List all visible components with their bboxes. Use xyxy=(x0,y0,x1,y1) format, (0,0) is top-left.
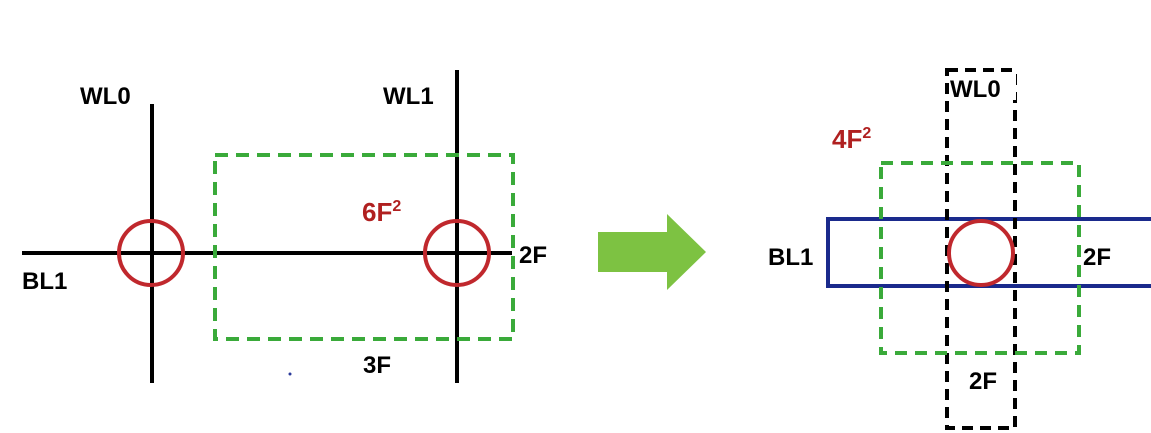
cell-boundary-4f2 xyxy=(879,161,1081,355)
cell-width-label: 3F xyxy=(363,352,391,379)
cell-area-label: 4F2 xyxy=(832,124,871,154)
cell-area-exponent: 2 xyxy=(392,198,401,215)
access-transistor-wl1 xyxy=(423,219,491,287)
bitline-1-label: BL1 xyxy=(22,268,67,295)
cell-area-base: 4F xyxy=(832,124,862,154)
wordline-0-strip xyxy=(945,68,1017,430)
cell-area-base: 6F xyxy=(362,197,392,227)
right-layout: WL0 BL1 4F2 2F 2F xyxy=(768,68,1151,430)
access-transistor-wl0 xyxy=(117,219,185,287)
cell-boundary-6f2 xyxy=(213,153,515,341)
cell-width-label: 2F xyxy=(969,368,997,395)
wordline-1-label: WL1 xyxy=(383,83,434,110)
stray-dot xyxy=(288,372,292,376)
bitline-1-label: BL1 xyxy=(768,244,813,271)
left-layout: WL0 WL1 BL1 6F2 2F 3F xyxy=(22,70,547,383)
bitline-1-strip xyxy=(826,217,1151,288)
wordline-0-label-bg xyxy=(950,72,1016,100)
cell-height-label: 2F xyxy=(519,242,547,269)
access-transistor xyxy=(947,219,1015,287)
wordline-0-label: WL0 xyxy=(80,83,131,110)
cell-area-exponent: 2 xyxy=(862,125,871,142)
transition-arrow xyxy=(598,214,706,290)
wordline-0-label: WL0 xyxy=(950,76,1001,103)
cell-height-label: 2F xyxy=(1083,244,1111,271)
cell-area-label: 6F2 xyxy=(362,197,401,227)
